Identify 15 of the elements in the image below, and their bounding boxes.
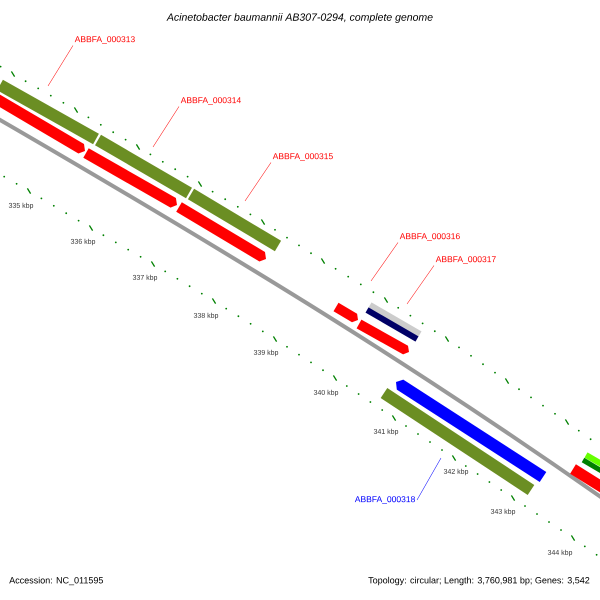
gene-label: ABBFA_000315 bbox=[272, 153, 333, 161]
leader-line bbox=[406, 265, 434, 304]
leader-line bbox=[416, 458, 442, 500]
gene-label: ABBFA_000318 bbox=[354, 496, 415, 504]
title: Acinetobacter baumannii AB307-0294, complete genome bbox=[166, 13, 433, 23]
gene-label: ABBFA_000316 bbox=[400, 233, 460, 241]
accession-text: Accession: NC_011595 bbox=[9, 576, 104, 586]
gene-label: ABBFA_000314 bbox=[180, 97, 241, 105]
leader-line bbox=[48, 45, 74, 86]
leader-line bbox=[152, 106, 180, 148]
genome-info-text: Topology: circular; Length: 3,760,981 bp; Genes: 3,542 bbox=[368, 576, 590, 586]
leader-line bbox=[244, 162, 272, 202]
leader-line bbox=[370, 242, 398, 282]
gene-label: ABBFA_000317 bbox=[436, 256, 496, 264]
gene-label: ABBFA_000313 bbox=[74, 36, 135, 44]
